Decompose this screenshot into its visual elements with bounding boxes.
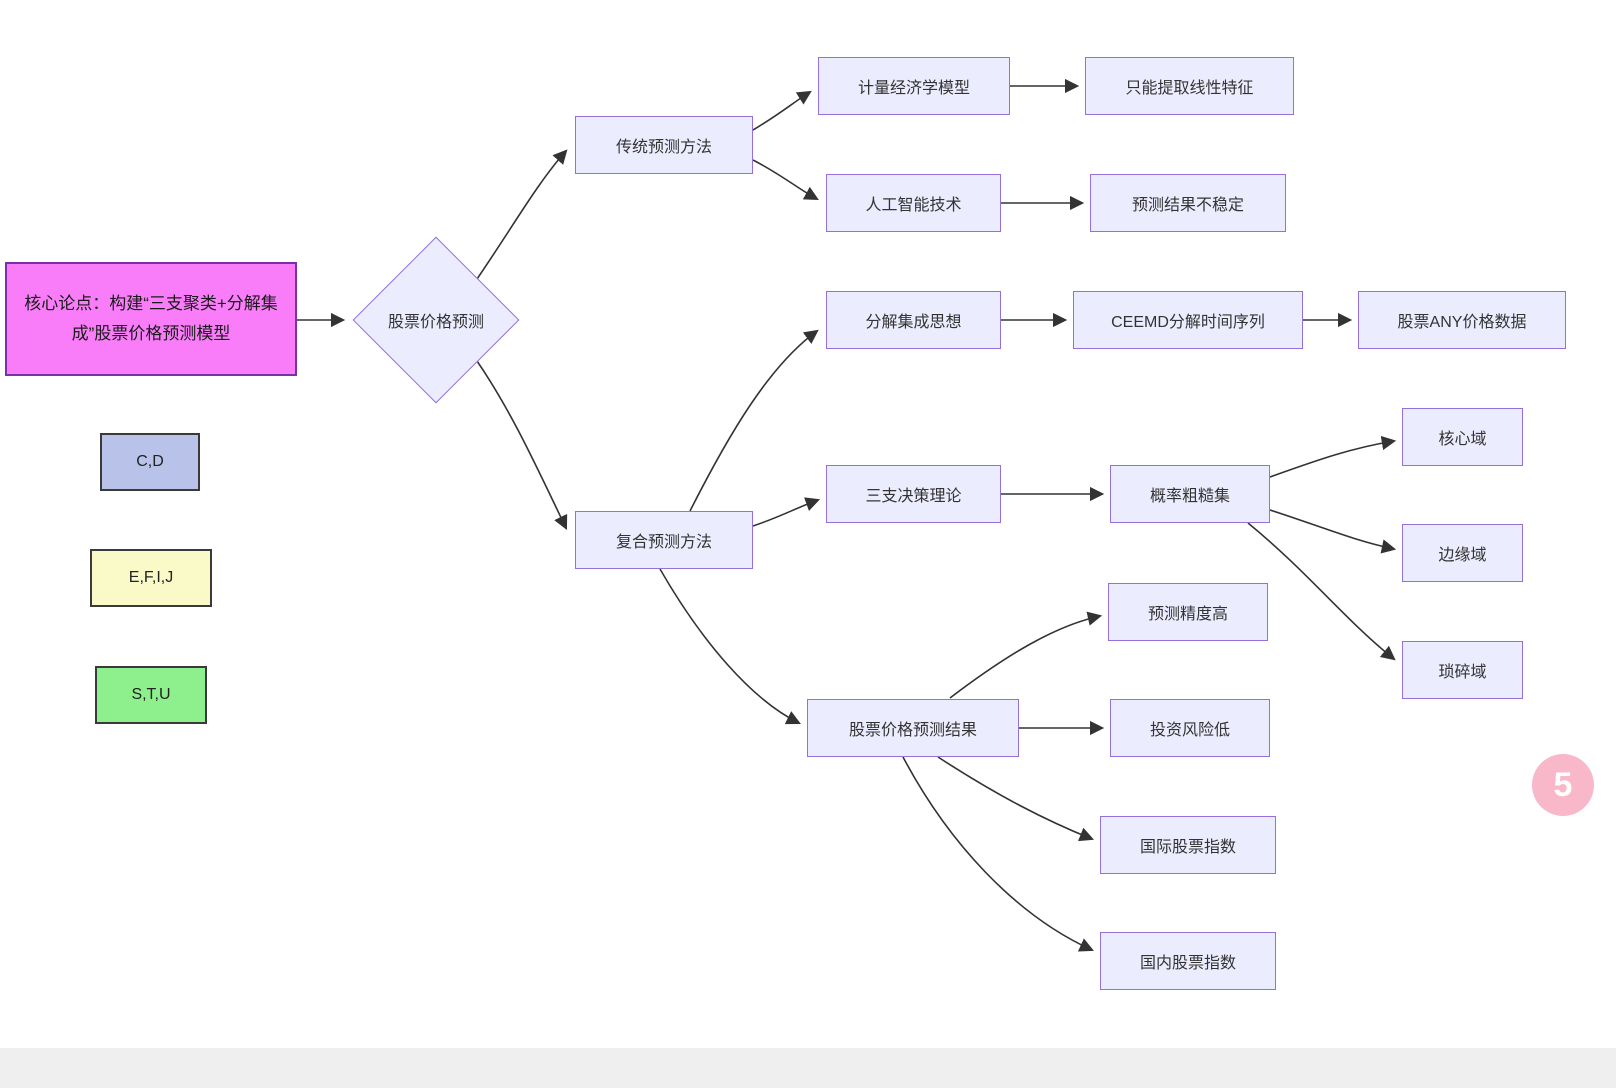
node-linear-features-only[interactable]: 只能提取线性特征 [1085, 57, 1294, 115]
legend-item-efij[interactable]: E,F,I,J [90, 549, 212, 607]
edge-decision-composite [476, 360, 568, 530]
node-low-investment-risk[interactable]: 投资风险低 [1110, 699, 1270, 757]
node-three-way-decision[interactable]: 三支决策理论 [826, 465, 1001, 523]
decision-diamond-label: 股票价格预测 [387, 314, 484, 331]
node-traditional-method[interactable]: 传统预测方法 [575, 116, 753, 174]
edge-decision-traditional [476, 149, 568, 280]
edge-composite-threeway [752, 497, 821, 527]
node-unstable-result[interactable]: 预测结果不稳定 [1090, 174, 1286, 232]
node-boundary-region[interactable]: 边缘域 [1402, 524, 1523, 582]
legend-item-cd[interactable]: C,D [100, 433, 200, 491]
node-decomposition-idea[interactable]: 分解集成思想 [826, 291, 1001, 349]
node-core-region[interactable]: 核心域 [1402, 408, 1523, 466]
edge-traditional-econometric [752, 90, 812, 131]
bottom-bar [0, 1048, 1616, 1088]
floating-badge[interactable]: 5 [1532, 754, 1594, 816]
edge-composite-result [659, 568, 801, 725]
node-probabilistic-rough-set[interactable]: 概率粗糙集 [1110, 465, 1270, 523]
edge-roughset-core [1269, 435, 1397, 478]
node-prediction-result[interactable]: 股票价格预测结果 [807, 699, 1019, 757]
edge-result-accuracy [949, 611, 1103, 699]
node-composite-method[interactable]: 复合预测方法 [575, 511, 753, 569]
edge-traditional-ai [752, 159, 819, 201]
node-stock-price-data[interactable]: 股票ANY价格数据 [1358, 291, 1566, 349]
edge-result-domestic [902, 756, 1094, 952]
node-ceemd-series[interactable]: CEEMD分解时间序列 [1073, 291, 1303, 349]
node-domestic-index[interactable]: 国内股票指数 [1100, 932, 1276, 990]
edge-composite-decomposition [689, 329, 819, 512]
node-high-accuracy[interactable]: 预测精度高 [1108, 583, 1268, 641]
node-core-thesis[interactable]: 核心论点：构建“三支聚类+分解集成”股票价格预测模型 [5, 262, 297, 376]
node-international-index[interactable]: 国际股票指数 [1100, 816, 1276, 874]
edge-roughset-boundary [1269, 509, 1397, 554]
node-ai-technique[interactable]: 人工智能技术 [826, 174, 1001, 232]
node-trivial-region[interactable]: 琐碎域 [1402, 641, 1523, 699]
legend-item-stu[interactable]: S,T,U [95, 666, 207, 724]
edge-result-intl [937, 756, 1095, 842]
node-econometric-model[interactable]: 计量经济学模型 [818, 57, 1010, 115]
edge-roughset-trivial [1247, 522, 1396, 661]
